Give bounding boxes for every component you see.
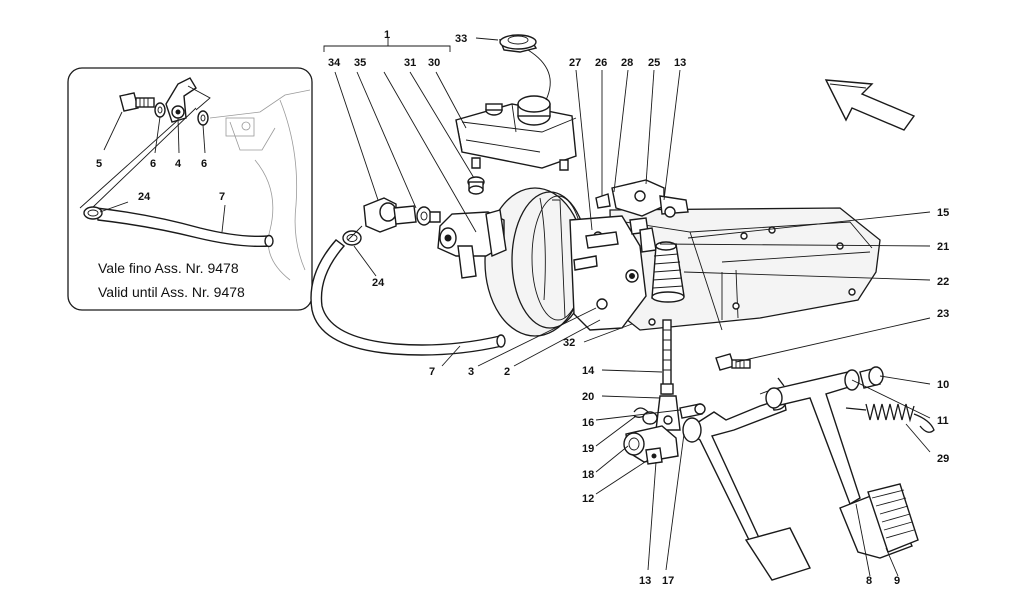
reservoir-cap-33 <box>498 34 551 101</box>
callout-27: 27 <box>569 57 581 69</box>
return-spring-29 <box>845 403 935 433</box>
callout-16: 16 <box>582 417 594 429</box>
inset-callout-24: 24 <box>138 191 151 203</box>
callout-9: 9 <box>894 575 900 587</box>
grommet-31 <box>467 176 485 195</box>
inset-note-italian: Vale fino Ass. Nr. 9478 <box>98 260 239 276</box>
vacuum-hose-7 <box>310 225 506 356</box>
pedal-box-housing <box>609 207 881 331</box>
pushrod-14 <box>660 319 674 395</box>
inset-callout-4: 4 <box>175 158 182 170</box>
callout-22: 22 <box>937 276 949 288</box>
inset-bolt-5 <box>119 92 155 112</box>
leader-lines <box>323 37 931 577</box>
inset-callout-5: 5 <box>96 158 102 170</box>
callout-34: 34 <box>328 57 341 69</box>
fluid-reservoir <box>455 95 577 171</box>
inset-callout-7: 7 <box>219 191 225 203</box>
pin-16 <box>679 403 706 419</box>
bushing-10 <box>844 366 884 391</box>
callout-1: 1 <box>384 29 390 41</box>
clip-19 <box>633 407 658 425</box>
callout-25: 25 <box>648 57 660 69</box>
pivot-bushing-18 <box>623 425 679 463</box>
callout-15: 15 <box>937 207 949 219</box>
callout-24: 24 <box>372 277 385 289</box>
banjo-fittings <box>363 197 441 233</box>
callout-2: 2 <box>504 366 510 378</box>
callout-20: 20 <box>582 391 594 403</box>
callout-11: 11 <box>937 415 949 427</box>
callout-labels: 1 33 34 35 31 30 27 26 28 25 13 15 21 22… <box>328 29 949 587</box>
inset-washer-6b <box>197 110 209 126</box>
callout-26: 26 <box>595 57 607 69</box>
master-cylinder <box>437 209 507 279</box>
callout-17: 17 <box>662 575 674 587</box>
callout-32: 32 <box>563 337 575 349</box>
nut-12 <box>645 447 663 465</box>
brake-pedal-arm <box>682 387 811 581</box>
inset-hose-7 <box>95 204 274 248</box>
callout-33: 33 <box>455 33 467 45</box>
callout-10: 10 <box>937 379 949 391</box>
callout-13-top: 13 <box>674 57 686 69</box>
callout-18: 18 <box>582 469 594 481</box>
clevis-20 <box>655 395 681 431</box>
callout-8: 8 <box>866 575 872 587</box>
inset-callout-6a: 6 <box>150 158 156 170</box>
inset-union-4 <box>165 77 197 123</box>
inset-washer-6a <box>154 102 166 118</box>
pedal-bracket <box>595 179 689 253</box>
callout-3: 3 <box>468 366 474 378</box>
direction-arrow-icon <box>824 79 916 131</box>
callout-13-bottom: 13 <box>639 575 651 587</box>
callout-28: 28 <box>621 57 633 69</box>
callout-31: 31 <box>404 57 416 69</box>
inset-panel: 5 6 4 6 24 7 Vale fino Ass. Nr. 9478 Val… <box>67 67 313 311</box>
callout-12: 12 <box>582 493 594 505</box>
bolt-23 <box>715 353 751 371</box>
callout-23: 23 <box>937 308 949 320</box>
inset-clamp-24 <box>83 201 129 220</box>
callout-19: 19 <box>582 443 594 455</box>
callout-35: 35 <box>354 57 366 69</box>
callout-21: 21 <box>937 241 949 253</box>
callout-14: 14 <box>582 365 595 377</box>
inset-note-english: Valid until Ass. Nr. 9478 <box>98 284 245 300</box>
inset-callout-6b: 6 <box>201 158 207 170</box>
callout-30: 30 <box>428 57 440 69</box>
callout-7: 7 <box>429 366 435 378</box>
callout-29: 29 <box>937 453 949 465</box>
brake-booster <box>484 187 647 337</box>
hose-clamp-24 <box>342 230 362 246</box>
